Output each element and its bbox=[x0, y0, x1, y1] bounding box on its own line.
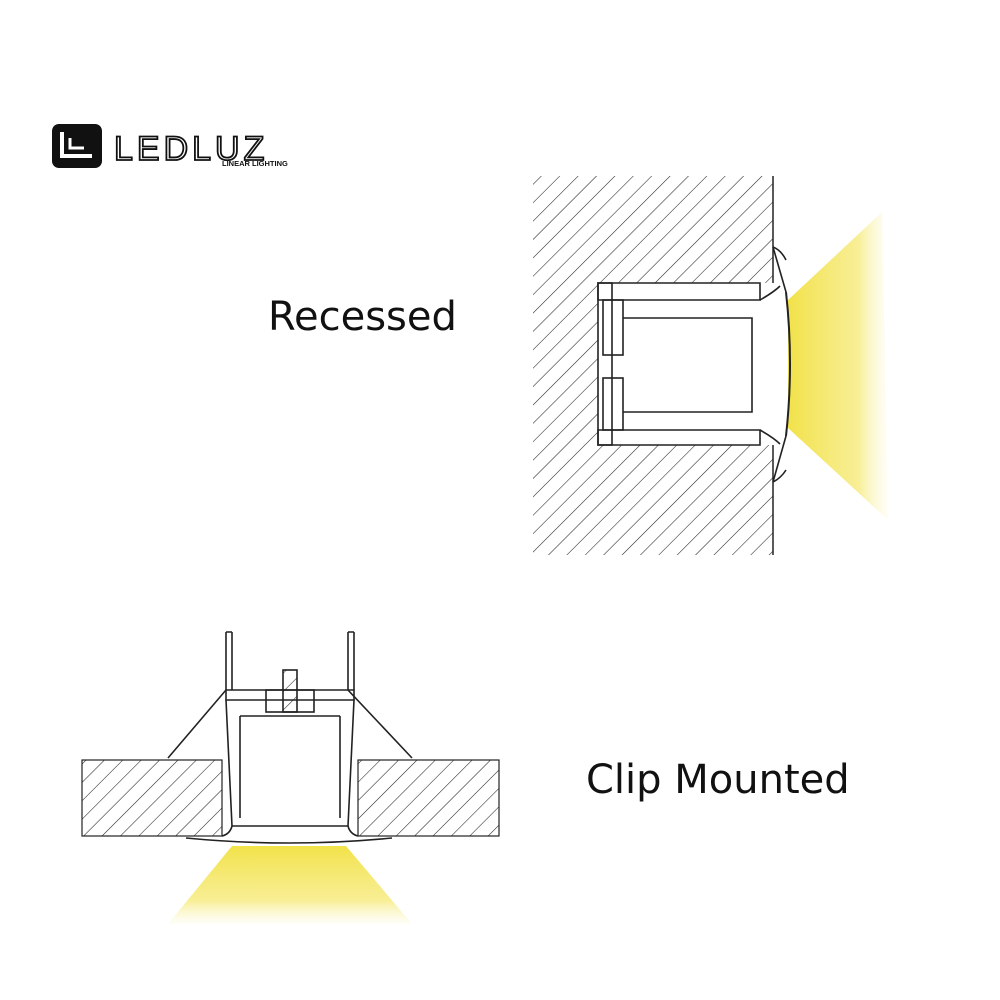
recessed-caption: Recessed bbox=[268, 294, 457, 340]
clip-light-beam bbox=[168, 846, 412, 924]
ledluz-logo: LEDLUZ LINEAR LIGHTING bbox=[52, 124, 288, 169]
logo-mark-icon bbox=[52, 124, 102, 168]
clip-mounted-caption: Clip Mounted bbox=[586, 757, 850, 803]
logo-wordmark: LEDLUZ bbox=[114, 130, 268, 168]
recessed-light-beam bbox=[788, 212, 888, 520]
clip-aluminium-profile bbox=[185, 669, 393, 844]
clip-screw-icon bbox=[282, 669, 298, 713]
recessed-wall-hatch bbox=[533, 176, 773, 555]
recessed-diagram bbox=[533, 176, 888, 555]
clip-mounted-diagram bbox=[81, 631, 500, 924]
recessed-aluminium-profile bbox=[597, 246, 791, 483]
ceiling-slab-left bbox=[81, 759, 223, 837]
logo-tagline: LINEAR LIGHTING bbox=[222, 159, 288, 168]
ceiling-slab-right bbox=[357, 759, 500, 837]
